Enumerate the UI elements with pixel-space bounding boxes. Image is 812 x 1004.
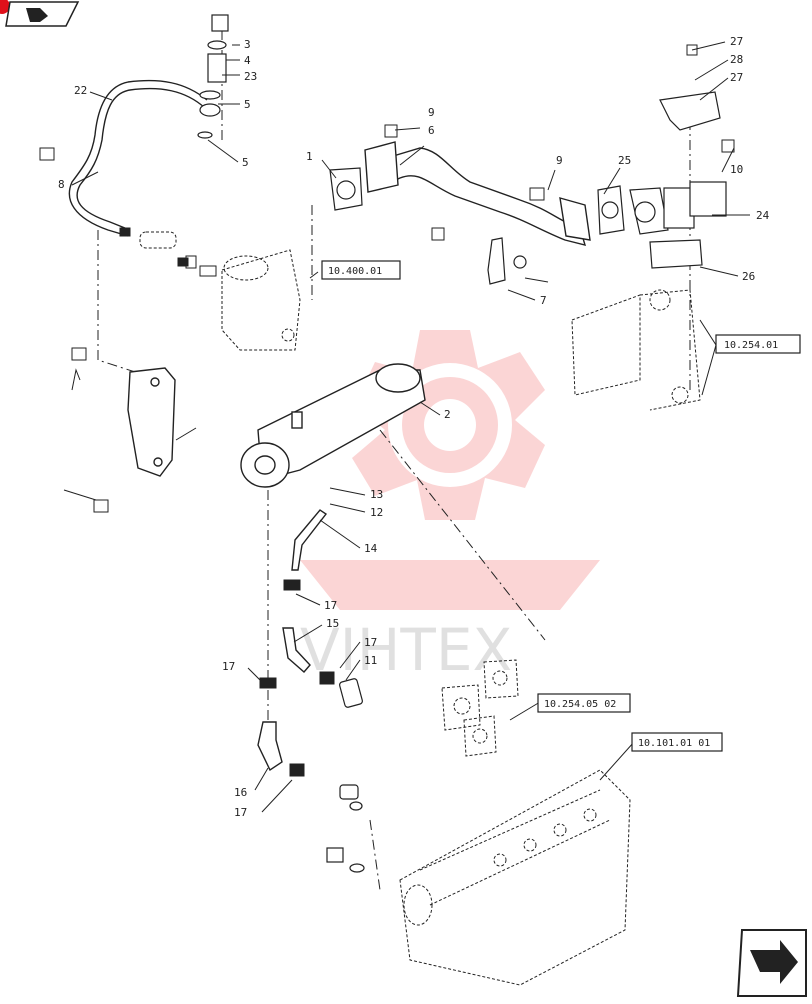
hose-16 [257, 721, 283, 772]
callout-23[interactable]: 27 [730, 71, 743, 84]
ref-label: 10.254.05 02 [544, 699, 616, 710]
ref-box-10-101-01-01[interactable]: 10.101.01 01 [631, 732, 723, 752]
flange-1 [329, 167, 363, 211]
hose-clamps-upper [139, 231, 217, 277]
callout-20[interactable]: 24 [756, 209, 770, 222]
ref-label: 10.101.01 01 [638, 738, 710, 749]
bracket-26 [127, 367, 176, 477]
red-marker-icon [0, 0, 10, 14]
callout-17a[interactable]: 17 [324, 599, 337, 612]
clamps-17 [119, 227, 335, 777]
callout-5b[interactable]: 5 [242, 156, 249, 169]
callout-4[interactable]: 4 [244, 54, 251, 67]
gaskets-group [441, 659, 519, 757]
intake-manifold [571, 289, 701, 411]
callout-8[interactable]: 8 [58, 178, 65, 191]
callout-9a[interactable]: 9 [428, 106, 435, 119]
callout-21[interactable]: 25 [618, 154, 631, 167]
callout-14[interactable]: 14 [364, 542, 378, 555]
callout-6[interactable]: 6 [428, 124, 435, 137]
callout-1[interactable]: 1 [306, 150, 313, 163]
fittings-lower [326, 784, 365, 873]
callout-7[interactable]: 7 [540, 294, 547, 307]
ref-label: 10.400.01 [328, 266, 382, 277]
fitting-11 [339, 678, 363, 708]
watermark-text: VIHTEX [300, 616, 512, 684]
callout-13[interactable]: 13 [370, 488, 383, 501]
cylinder-head [399, 769, 631, 986]
back-button[interactable] [0, 0, 80, 27]
ref-box-10-254-05-02[interactable]: 10.254.05 02 [537, 693, 631, 713]
leader-lines [63, 41, 750, 813]
callout-18[interactable]: 22 [74, 84, 87, 97]
callout-24[interactable]: 27 [730, 35, 743, 48]
callout-25[interactable]: 28 [730, 53, 743, 66]
ref-box-10-254-01[interactable]: 10.254.01 [715, 334, 801, 354]
callout-9b[interactable]: 9 [556, 154, 563, 167]
bracket-23 [659, 91, 721, 131]
callout-16[interactable]: 16 [234, 786, 247, 799]
bracket-7 [487, 237, 527, 285]
callout-2[interactable]: 2 [444, 408, 451, 421]
next-button[interactable] [736, 929, 807, 997]
callout-10[interactable]: 10 [730, 163, 743, 176]
callout-19[interactable]: 23 [244, 70, 257, 83]
next-arrow-icon [750, 940, 798, 984]
ref-label: 10.254.01 [724, 340, 778, 351]
callout-11[interactable]: 11 [364, 654, 377, 667]
callout-labels: 3 4 23 5 5 22 8 1 9 6 9 25 10 24 26 27 2… [58, 35, 770, 819]
egr-pipe-6 [364, 141, 591, 246]
watermark-logo [300, 330, 600, 610]
callout-15[interactable]: 15 [326, 617, 339, 630]
pipe-18 [68, 79, 208, 237]
hose-15 [282, 627, 311, 673]
egr-valve-20 [597, 181, 727, 269]
pipe-14 [291, 509, 328, 571]
back-arrow-icon [26, 8, 48, 22]
callout-17c[interactable]: 17 [222, 660, 235, 673]
callout-22[interactable]: 26 [742, 270, 755, 283]
callout-17d[interactable]: 17 [234, 806, 247, 819]
callout-12[interactable]: 12 [370, 506, 383, 519]
egr-cooler-2 [240, 363, 426, 488]
callout-5a[interactable]: 5 [244, 98, 251, 111]
thermostat-housing [221, 249, 301, 351]
banjo-bolt-3 [197, 14, 229, 139]
callout-17b[interactable]: 17 [364, 636, 377, 649]
ref-box-10-400-01[interactable]: 10.400.01 [321, 260, 401, 280]
callout-3[interactable]: 3 [244, 38, 251, 51]
